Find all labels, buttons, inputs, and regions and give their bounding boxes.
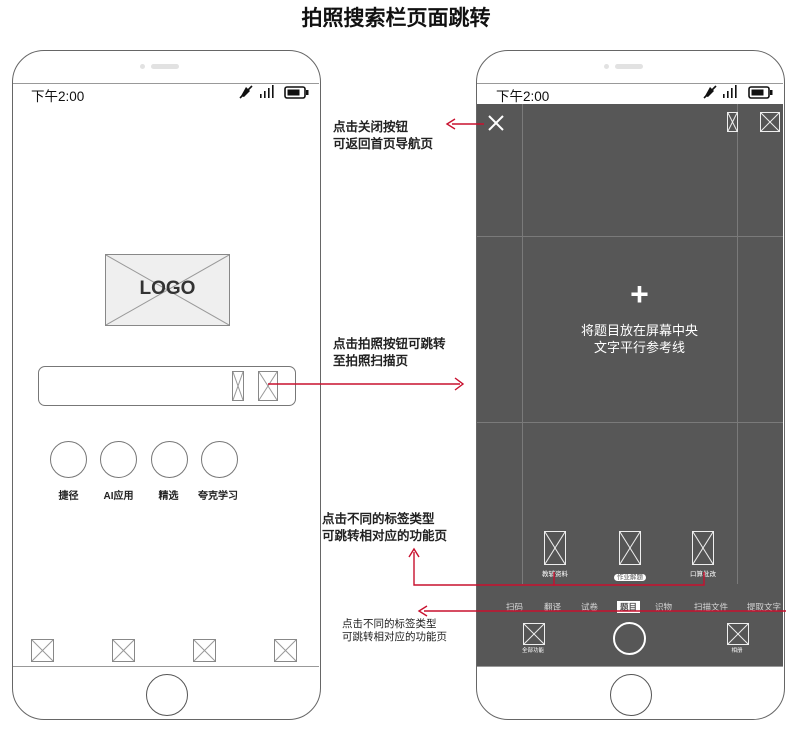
signal-icon: [260, 85, 274, 98]
grid-line-v2: [737, 104, 738, 584]
shortcut-circle-2[interactable]: [100, 441, 137, 478]
grid-line-h2: [477, 422, 783, 423]
card-icon-3[interactable]: [692, 531, 714, 565]
placeholder-image-icon: [545, 532, 565, 564]
battery-icon: [748, 86, 773, 99]
tab-3[interactable]: 试卷: [581, 602, 599, 612]
note-camera-line-1: 点击拍照按钮可跳转: [333, 337, 446, 351]
note-camera-line-2: 至拍照扫描页: [333, 354, 409, 368]
right-top-divider: [477, 83, 783, 84]
shutter-icon[interactable]: [613, 622, 646, 655]
left-bottom-divider: [13, 666, 319, 667]
right-bottom-divider: [477, 666, 783, 667]
camera-button[interactable]: [258, 371, 278, 401]
flash-button[interactable]: [727, 112, 738, 132]
placeholder-image-icon: [728, 624, 748, 644]
note-tags-line-1: 点击不同的标签类型: [322, 512, 435, 526]
left-status-time: 下午2:00: [31, 89, 85, 104]
note-tabs-line-2: 可跳转相对应的功能页: [342, 631, 447, 643]
center-hint-line-1: 将题目放在屏幕中央: [580, 323, 698, 338]
muted-icon: [703, 85, 717, 99]
arrow-tags-line: [553, 572, 705, 586]
nav-item-2[interactable]: [112, 639, 135, 662]
placeholder-image-icon: [693, 532, 713, 564]
shortcut-circle-1[interactable]: [50, 441, 87, 478]
logo-placeholder: [105, 254, 230, 326]
placeholder-image-icon: [728, 113, 737, 131]
placeholder-image-icon: [620, 532, 640, 564]
placeholder-image-icon: [761, 113, 779, 131]
muted-icon: [239, 85, 253, 99]
tab-5[interactable]: 识物: [655, 602, 673, 612]
placeholder-image-icon: [113, 640, 134, 661]
nav-item-3[interactable]: [193, 639, 216, 662]
left-camera-dot: [140, 64, 145, 69]
tab-6[interactable]: 扫描文件: [694, 602, 729, 612]
card-label-3: 口算批改: [690, 571, 716, 578]
search-bar[interactable]: [38, 366, 296, 406]
signal-icon: [723, 85, 737, 98]
nav-item-1[interactable]: [31, 639, 54, 662]
shortcut-circle-4[interactable]: [201, 441, 238, 478]
card-label-2: 作业解题: [608, 566, 652, 584]
battery-icon: [284, 86, 309, 99]
nav-item-4[interactable]: [274, 639, 297, 662]
grid-line-h1: [477, 236, 783, 237]
placeholder-image-icon: [259, 372, 277, 400]
right-camera-dot: [604, 64, 609, 69]
tab-1[interactable]: 扫码: [506, 602, 524, 612]
center-hint-line-2: 文字平行参考线: [593, 340, 685, 355]
note-close: 点击关闭按钮 可返回首页导航页: [333, 119, 433, 153]
left-speaker: [151, 64, 179, 69]
right-speaker: [615, 64, 643, 69]
camera-viewfinder[interactable]: [477, 104, 783, 666]
logo-text: LOGO: [139, 278, 196, 299]
right-status-time: 下午2:00: [496, 89, 550, 104]
settings-button[interactable]: [760, 112, 780, 132]
all-functions-button[interactable]: [523, 623, 545, 645]
album-button[interactable]: [727, 623, 749, 645]
note-close-line-2: 可返回首页导航页: [333, 137, 434, 151]
note-tags: 点击不同的标签类型 可跳转相对应的功能页: [322, 511, 447, 545]
note-tabs-line-1: 点击不同的标签类型: [342, 618, 437, 630]
all-functions-label: 全部功能: [521, 648, 544, 654]
note-tabs: 点击不同的标签类型 可跳转相对应的功能页: [342, 618, 447, 644]
shortcut-label-2: AI应用: [103, 491, 134, 502]
placeholder-image-icon: [524, 624, 544, 644]
card-label-2-pill: 作业解题: [614, 574, 646, 581]
right-home-button[interactable]: [610, 674, 652, 716]
card-label-1: 教辅资料: [542, 571, 568, 578]
placeholder-image-icon: [275, 640, 296, 661]
note-tags-line-2: 可跳转相对应的功能页: [322, 529, 448, 543]
close-icon[interactable]: [487, 114, 505, 132]
left-home-button[interactable]: [146, 674, 188, 716]
album-label: 相册: [731, 648, 743, 654]
page-title: 拍照搜索栏页面跳转: [301, 7, 491, 30]
left-top-divider: [13, 83, 319, 84]
grid-line-v1: [522, 104, 523, 584]
arrow-tags-branch: [413, 552, 554, 586]
scan-button[interactable]: [232, 371, 244, 401]
shortcut-label-1: 捷径: [58, 491, 79, 502]
placeholder-image-icon: [194, 640, 215, 661]
card-icon-2[interactable]: [619, 531, 641, 565]
placeholder-image-icon: [233, 372, 243, 400]
arrow-close-head: [445, 118, 456, 130]
tab-7[interactable]: 提取文字: [747, 602, 782, 612]
note-camera: 点击拍照按钮可跳转 至拍照扫描页: [333, 336, 446, 370]
tab-4-selected[interactable]: 题目: [617, 601, 641, 613]
arrow-tags-head: [408, 547, 420, 558]
shortcut-label-4: 夸克学习: [198, 491, 238, 502]
tab-2[interactable]: 翻译: [544, 602, 562, 612]
shortcut-label-3: 精选: [158, 491, 179, 502]
arrow-tabs-head: [417, 605, 428, 617]
arrow-camera-head: [454, 377, 465, 391]
card-icon-1[interactable]: [544, 531, 566, 565]
plus-icon: +: [630, 276, 649, 312]
shortcut-circle-3[interactable]: [151, 441, 188, 478]
placeholder-image-icon: [106, 255, 229, 325]
placeholder-image-icon: [32, 640, 53, 661]
note-close-line-1: 点击关闭按钮: [333, 120, 409, 134]
